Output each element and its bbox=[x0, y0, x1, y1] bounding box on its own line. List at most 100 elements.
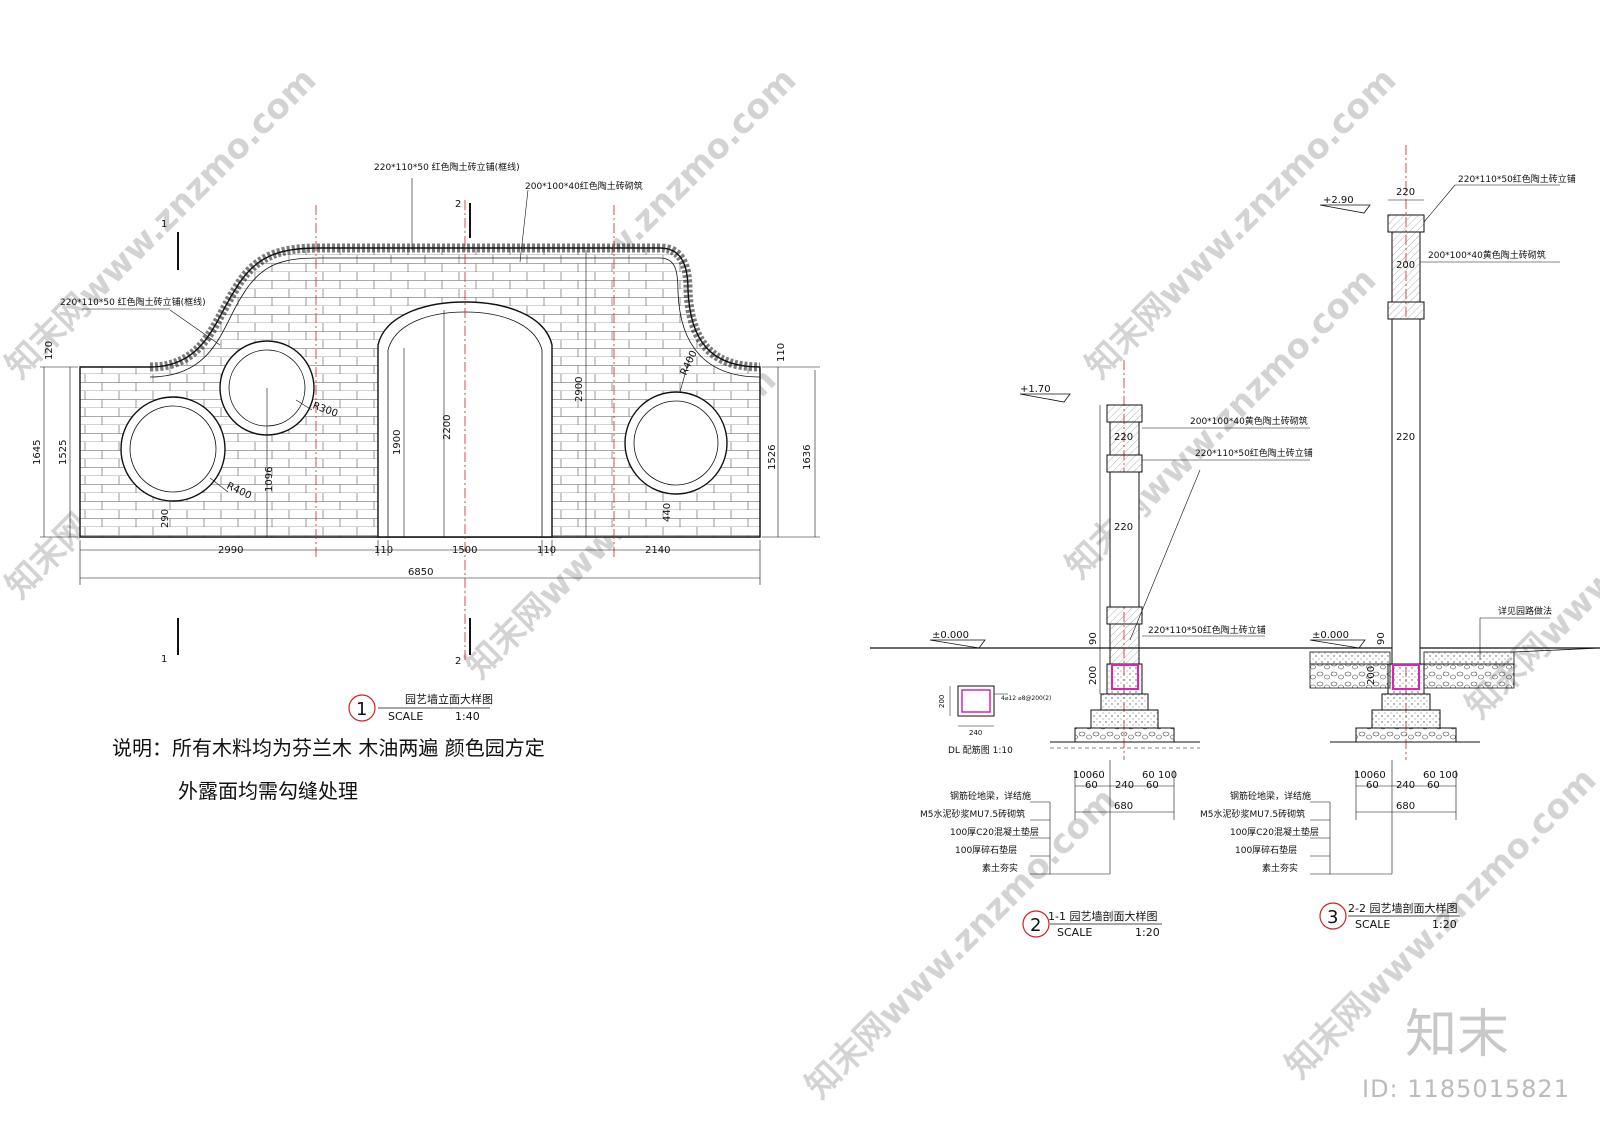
dl-rebar: 4⌀12 ⌀8@200(2) bbox=[1001, 695, 1051, 702]
section2-dim-4: 200 bbox=[1366, 666, 1377, 685]
note-line-1: 说明：所有木料均为芬兰木 木油两遍 颜色园方定 bbox=[112, 736, 545, 760]
section1-foot-2: 240 bbox=[1115, 780, 1134, 791]
dl-labels: 200 240 4⌀12 ⌀8@200(2) DL 配筋图 1:10 bbox=[938, 695, 1051, 756]
elevation-labels: 220*110*50 红色陶土砖立铺(框线) 200*100*40红色陶土砖砌筑… bbox=[32, 161, 813, 723]
title-num-2: 2 bbox=[1030, 915, 1041, 936]
dim-left-0: 120 bbox=[44, 341, 55, 360]
dim-bottom-2: 1500 bbox=[452, 545, 477, 556]
section1-scale-value: 1:20 bbox=[1135, 926, 1160, 939]
section1-label-a: 200*100*40黄色陶土砖砌筑 bbox=[1190, 415, 1308, 427]
dim-total: 6850 bbox=[408, 567, 433, 578]
section2-dim-0: 220 bbox=[1396, 187, 1415, 198]
section2-foot-0: 100 bbox=[1354, 770, 1373, 781]
dim-inner-2: 2900 bbox=[574, 377, 585, 402]
section1-foot-0: 100 bbox=[1073, 770, 1092, 781]
dim-inner-5: 440 bbox=[662, 503, 673, 522]
watermark-layer: 知末网www.znzmo.com 知末网www.znzmo.com 知末网www… bbox=[0, 60, 1600, 1106]
title-num-3: 3 bbox=[1327, 907, 1338, 928]
dl-dim-h: 200 bbox=[938, 695, 946, 708]
section2-label-a: 220*110*50红色陶土砖立铺 bbox=[1458, 173, 1576, 185]
section2-foot-5: 60 bbox=[1366, 780, 1379, 791]
title-num-1: 1 bbox=[356, 699, 367, 720]
section1-foot-6: 60 bbox=[1146, 780, 1159, 791]
dl-rebar-detail bbox=[949, 685, 1008, 727]
elevation-drawing bbox=[40, 178, 820, 660]
section2-foot-2: 240 bbox=[1396, 780, 1415, 791]
watermark-text: 知末网www.znzmo.com bbox=[1078, 60, 1404, 386]
section2-layer-0: 钢筋砼地梁，详结施 bbox=[1230, 790, 1311, 802]
dim-inner-1: 2200 bbox=[442, 415, 453, 440]
section2-foot-6: 60 bbox=[1427, 780, 1440, 791]
image-id: ID: 1185015821 bbox=[1362, 1075, 1570, 1103]
dl-dim-w: 240 bbox=[969, 729, 982, 737]
elevation-scale-value: 1:40 bbox=[455, 710, 480, 723]
section2-layer-1: M5水泥砂浆MU7.5砖砌筑 bbox=[1200, 808, 1305, 820]
title-circle-2 bbox=[1022, 910, 1050, 938]
section2-layer-2: 100厚C20混凝土垫层 bbox=[1230, 826, 1319, 838]
section1-title: 1-1 园艺墙剖面大样图 bbox=[1048, 909, 1157, 923]
section2-title: 2-2 园艺墙剖面大样图 bbox=[1348, 901, 1457, 915]
section1-foot-5: 60 bbox=[1085, 780, 1098, 791]
section1-dim-1: 220 bbox=[1114, 522, 1133, 533]
section2-label-b: 200*100*40黄色陶土砖砌筑 bbox=[1428, 249, 1546, 261]
section-1-drawing bbox=[929, 360, 1310, 875]
section1-label-b: 220*110*50红色陶土砖立铺 bbox=[1195, 447, 1313, 459]
section1-label-c: 220*110*50红色陶土砖立铺 bbox=[1148, 624, 1266, 636]
elevation-title: 园艺墙立面大样图 bbox=[405, 692, 493, 706]
section-2-drawing bbox=[1309, 145, 1600, 875]
section-mark-2-top: 2 bbox=[455, 199, 461, 210]
dim-bottom-4: 2140 bbox=[645, 545, 670, 556]
dl-title: DL 配筋图 1:10 bbox=[948, 744, 1013, 756]
dim-right-0: 110 bbox=[776, 343, 787, 362]
section2-layer-4: 素土夯实 bbox=[1262, 862, 1298, 874]
section2-foot-3: 60 bbox=[1423, 770, 1436, 781]
dim-inner-4: 290 bbox=[160, 509, 171, 528]
elevation-top-label: 220*110*50 红色陶土砖立铺(框线) bbox=[374, 161, 520, 173]
section2-dim-1: 200 bbox=[1396, 260, 1415, 271]
section1-layer-3: 100厚碎石垫层 bbox=[955, 844, 1017, 856]
section-mark-1-top: 1 bbox=[161, 219, 167, 230]
brand-watermark: 知末 ID: 1185015821 bbox=[1362, 1005, 1570, 1103]
section1-foot-1: 60 bbox=[1092, 770, 1105, 781]
section-1-labels: +1.70 ±0.000 200*100*40黄色陶土砖砌筑 220*110*5… bbox=[920, 384, 1313, 939]
section1-dim-2: 90 bbox=[1088, 632, 1099, 645]
section1-scale-label: SCALE bbox=[1057, 926, 1092, 939]
section1-layer-2: 100厚C20混凝土垫层 bbox=[950, 826, 1039, 838]
notes: 说明：所有木料均为芬兰木 木油两遍 颜色园方定 外露面均需勾缝处理 bbox=[112, 736, 545, 803]
section2-dim-2: 220 bbox=[1396, 432, 1415, 443]
section2-layer-3: 100厚碎石垫层 bbox=[1235, 844, 1297, 856]
section1-layer-0: 钢筋砼地梁，详结施 bbox=[950, 790, 1031, 802]
section2-foot-4: 100 bbox=[1439, 770, 1458, 781]
section2-foot-total: 680 bbox=[1396, 801, 1415, 812]
dim-left-1: 1645 bbox=[32, 440, 43, 465]
elevation-left-label: 220*110*50 红色陶土砖立铺(框线) bbox=[60, 296, 206, 308]
section1-foot-4: 100 bbox=[1158, 770, 1177, 781]
dim-left-2: 1525 bbox=[58, 440, 69, 465]
elevation-scale-label: SCALE bbox=[388, 710, 423, 723]
elevation-top-label2: 200*100*40红色陶土砖砌筑 bbox=[525, 180, 643, 192]
dim-inner-3: 1096 bbox=[264, 467, 275, 492]
section2-scale-value: 1:20 bbox=[1432, 918, 1457, 931]
note-line-2: 外露面均需勾缝处理 bbox=[178, 779, 358, 803]
section-2-labels: +2.90 ±0.000 220*110*50红色陶土砖立铺 200*100*4… bbox=[1200, 173, 1576, 931]
section2-scale-label: SCALE bbox=[1355, 918, 1390, 931]
dim-bottom-1: 110 bbox=[374, 545, 393, 556]
section2-dim-3: 90 bbox=[1376, 632, 1387, 645]
section1-layer-1: M5水泥砂浆MU7.5砖砌筑 bbox=[920, 808, 1025, 820]
dim-bottom-0: 2990 bbox=[218, 545, 243, 556]
section1-elev-top: +1.70 bbox=[1020, 384, 1051, 395]
brand-logo: 知末 bbox=[1405, 1005, 1509, 1065]
section1-layer-4: 素土夯实 bbox=[982, 862, 1018, 874]
section2-elev-top: +2.90 bbox=[1323, 195, 1354, 206]
section1-dim-3: 200 bbox=[1088, 666, 1099, 685]
dim-bottom-3: 110 bbox=[537, 545, 556, 556]
section1-dim-0: 220 bbox=[1114, 432, 1133, 443]
dim-right-2: 1636 bbox=[802, 445, 813, 470]
section-mark-1-bottom: 1 bbox=[161, 654, 167, 665]
section-mark-2-bottom: 2 bbox=[455, 656, 461, 667]
dim-right-1: 1526 bbox=[767, 445, 778, 470]
section2-foot-1: 60 bbox=[1373, 770, 1386, 781]
section2-elev-ground: ±0.000 bbox=[1312, 630, 1349, 641]
section1-foot-total: 680 bbox=[1114, 801, 1133, 812]
